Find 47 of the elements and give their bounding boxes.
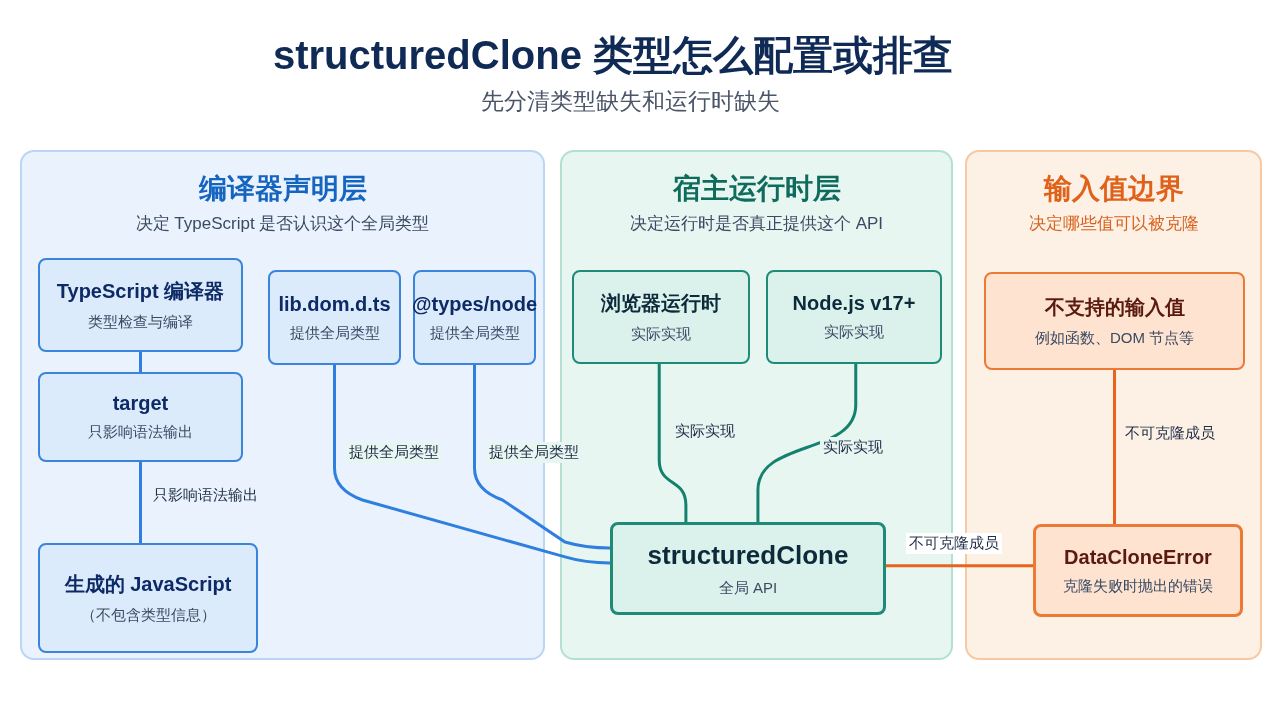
box-subtitle: 克隆失败时抛出的错误 (1063, 576, 1213, 596)
panel-subtitle: 决定 TypeScript 是否认识这个全局类型 (135, 213, 430, 235)
box-title: lib.dom.d.ts (278, 292, 391, 316)
title: structuredClone 类型怎么配置或排查 (272, 33, 953, 77)
panel-subtitle: 决定哪些值可以被克隆 (1028, 213, 1199, 235)
connector-line (473, 365, 610, 550)
box-title: structuredClone (647, 539, 849, 571)
box-title: 浏览器运行时 (601, 291, 721, 316)
box-title: Node.js v17+ (792, 292, 916, 315)
process-box (766, 270, 942, 364)
edge-label: 提供全局类型 (346, 442, 442, 463)
box-subtitle: （不包含类型信息） (80, 606, 216, 625)
process-box (38, 543, 258, 653)
edge-label: 不可克隆成员 (906, 533, 1002, 554)
connector-line (139, 352, 142, 372)
connector-line (756, 364, 858, 522)
connector-line (657, 364, 688, 522)
box-title: target (112, 392, 169, 415)
connector-line (139, 462, 142, 543)
box-title: 生成的 JavaScript (64, 572, 232, 597)
box-subtitle: 实际实现 (824, 323, 884, 342)
panel-heading: 宿主运行时层 (672, 172, 841, 206)
box-subtitle: 提供全局类型 (429, 323, 520, 343)
edge-label: 提供全局类型 (486, 442, 582, 463)
panel-subtitle: 决定运行时是否真正提供这个 API (629, 213, 884, 235)
box-subtitle: 全局 API (718, 578, 778, 598)
box-subtitle: 例如函数、DOM 节点等 (1034, 329, 1195, 348)
process-box (268, 270, 401, 365)
process-box (572, 270, 750, 364)
connector-line (1113, 370, 1116, 524)
box-subtitle: 提供全局类型 (289, 323, 380, 343)
process-box (610, 522, 886, 615)
box-title: TypeScript 编译器 (56, 279, 225, 304)
process-box (38, 372, 243, 462)
connector-line (333, 365, 610, 565)
subtitle: 先分清类型缺失和运行时缺失 (480, 88, 780, 114)
box-title: DataCloneError (1064, 545, 1212, 569)
panel-heading: 输入值边界 (1043, 172, 1184, 206)
panel-heading: 编译器声明层 (198, 172, 367, 206)
process-box (1033, 524, 1243, 617)
connector-line (886, 564, 1033, 568)
process-box (38, 258, 243, 352)
box-subtitle: 实际实现 (631, 325, 691, 344)
box-title: 不支持的输入值 (1044, 295, 1185, 320)
process-box (984, 272, 1245, 370)
box-subtitle: 类型检查与编译 (88, 313, 193, 332)
box-subtitle: 只影响语法输出 (88, 423, 193, 442)
